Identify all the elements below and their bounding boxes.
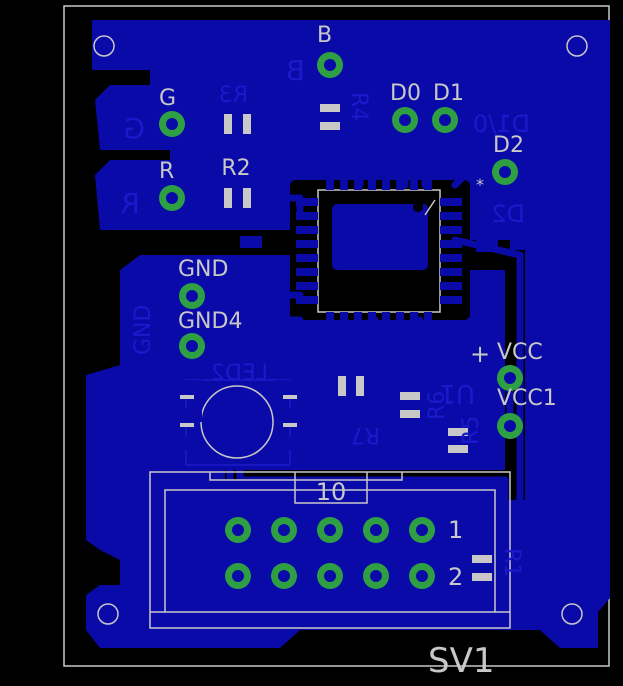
label-r7: R7 — [351, 422, 380, 447]
label-pin-d2: D2 — [493, 133, 524, 158]
capacitor — [240, 236, 498, 252]
label-ic-marker: * — [476, 175, 484, 194]
led-led2 — [172, 379, 305, 466]
label-pin-gnd4: GND4 — [178, 309, 242, 334]
resistor-r5 — [446, 415, 470, 470]
silk-labels: B G R D0 D1 D2 GND GND4 VCC VCC1 R2 R3 R… — [159, 23, 557, 681]
label-r2: R2 — [221, 156, 250, 181]
label-connector: SV1 — [428, 641, 494, 681]
label-conn-pin1: 1 — [448, 516, 463, 544]
label-pin-b: B — [317, 23, 332, 48]
label-plus: + — [470, 340, 490, 368]
resistor-r4 — [318, 90, 342, 148]
label-rd2: D2 — [491, 200, 525, 228]
resistor-r2 — [207, 186, 267, 210]
label-rgnd: GND — [131, 305, 156, 355]
resistor-r7 — [322, 374, 382, 398]
label-u1: U1 — [439, 378, 475, 408]
label-r6: R6 — [425, 391, 450, 420]
mounting-holes — [93, 35, 588, 625]
label-rb: B — [286, 54, 305, 87]
connector-sv1 — [149, 471, 511, 629]
label-r3: R3 — [219, 83, 248, 108]
label-pin-d0: D0 — [390, 81, 421, 106]
label-rd10: D1/0 — [473, 110, 530, 138]
ic-u1 — [296, 168, 462, 334]
label-pin-r: R — [159, 159, 174, 184]
label-conn-pin10: 10 — [316, 478, 347, 506]
label-rg: G — [123, 112, 145, 145]
resistor-r1 — [470, 540, 494, 598]
label-pin-d1: D1 — [433, 81, 464, 106]
label-pin-g: G — [159, 86, 176, 111]
label-pin-vcc1: VCC1 — [497, 386, 557, 411]
label-pin-vcc: VCC — [497, 340, 543, 365]
resistor-r3 — [207, 112, 267, 136]
label-pin-gnd: GND — [178, 257, 228, 282]
resistor-r6 — [398, 378, 422, 436]
resistors — [207, 90, 498, 598]
label-rr: R — [121, 187, 140, 220]
pads — [159, 52, 523, 589]
label-led: LED2 — [211, 361, 268, 386]
label-r5: R5 — [459, 416, 484, 445]
label-conn-pin2: 2 — [448, 563, 463, 591]
bottom-labels: B G R GND D1/0 D2 R1 U1 — [121, 54, 530, 577]
label-r1: R1 — [499, 548, 524, 577]
label-r4: R4 — [346, 92, 371, 121]
